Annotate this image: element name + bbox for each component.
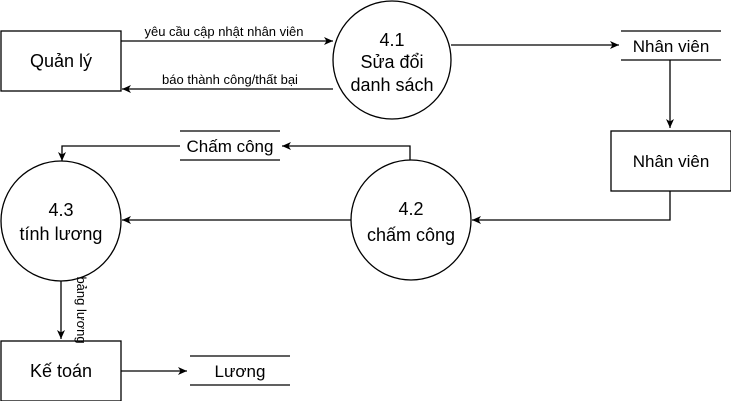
flow-result-report-label: báo thành công/thất bại: [162, 72, 298, 87]
entity-employee: Nhân viên: [610, 130, 731, 192]
process-4-1: 4.1 Sửa đổi danh sách: [332, 0, 452, 120]
entity-employee-label: Nhân viên: [633, 152, 710, 171]
process-4-1-id: 4.1: [379, 30, 404, 50]
entity-manager: Quản lý: [0, 30, 122, 92]
store-employee: Nhân viên: [621, 30, 721, 61]
entity-accountant-label: Kế toán: [30, 361, 92, 381]
flow-salary-table-label: bảng lương: [74, 276, 89, 343]
store-salary-label: Lương: [215, 362, 266, 381]
process-4-2: 4.2 chấm công: [350, 159, 472, 281]
process-4-3-id: 4.3: [48, 200, 73, 220]
process-4-1-label-line2: danh sách: [350, 75, 433, 95]
flow-update-request-label: yêu cầu cập nhật nhân viên: [144, 24, 303, 39]
store-attendance-label: Chấm công: [187, 137, 274, 156]
flow-entity-to-p42-arrow: [472, 191, 671, 224]
store-salary: Lương: [190, 355, 290, 386]
store-attendance: Chấm công: [180, 130, 280, 161]
store-employee-label: Nhân viên: [633, 37, 710, 56]
flow-attendance-to-p43-arrow: [58, 145, 180, 161]
process-4-3: 4.3 tính lương: [0, 160, 122, 282]
process-4-2-label: chấm công: [367, 225, 455, 245]
process-4-1-label-line1: Sửa đổi: [360, 52, 423, 72]
process-4-3-label: tính lương: [20, 224, 103, 244]
process-4-2-id: 4.2: [398, 199, 423, 219]
entity-accountant: Kế toán: [0, 340, 122, 401]
flow-p42-to-attendance-arrow: [282, 142, 411, 161]
entity-manager-label: Quản lý: [30, 51, 92, 71]
